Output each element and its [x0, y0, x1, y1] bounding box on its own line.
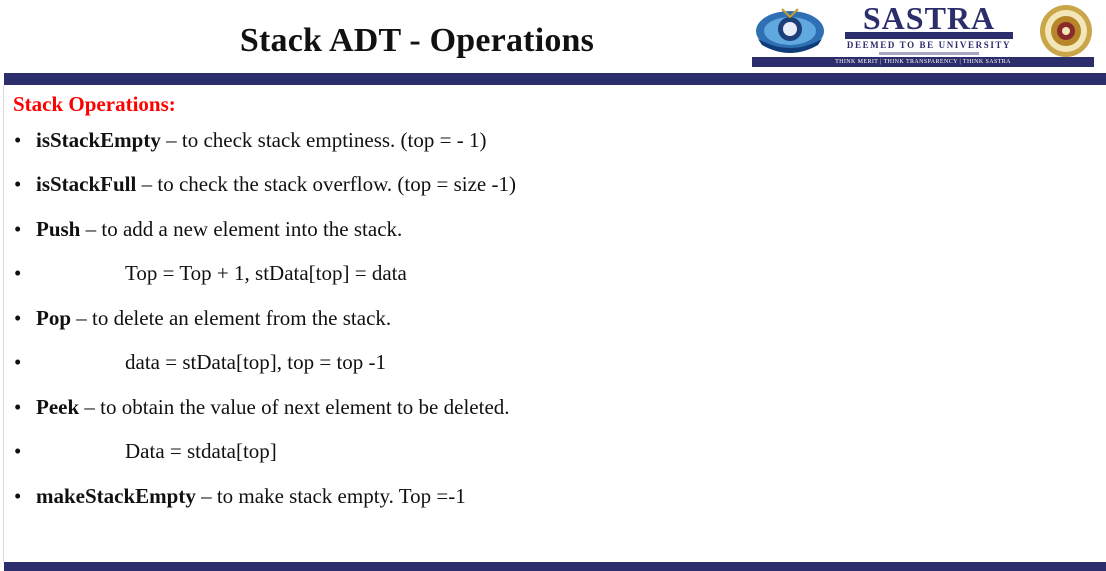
operation-description: – to make stack empty. Top =-1: [195, 484, 466, 508]
operation-name: Peek: [36, 395, 80, 419]
bullet-dot: •: [14, 395, 22, 419]
bullet-item: • isStackFull – to check the stack overf…: [14, 172, 914, 202]
operation-name: Pop: [36, 306, 72, 330]
bullet-dot: •: [14, 306, 22, 330]
operation-description: – to delete an element from the stack.: [71, 306, 392, 330]
bullet-item: • Peek – to obtain the value of next ele…: [14, 395, 914, 425]
operation-description: – to add a new element into the stack.: [80, 217, 403, 241]
bullet-dot: •: [14, 350, 22, 374]
bullet-dot: •: [14, 484, 22, 508]
operation-formula: Top = Top + 1, stData[top] = data: [125, 261, 407, 285]
deemed-university-label: DEEMED TO BE UNIVERSITY: [846, 40, 1012, 50]
operation-name: makeStackEmpty: [36, 484, 196, 508]
right-seal-icon: [1040, 5, 1092, 57]
logo-fineprint: [879, 52, 979, 55]
operation-formula: data = stData[top], top = top -1: [125, 350, 387, 374]
bullet-dot: •: [14, 128, 22, 152]
bullet-item: • Top = Top + 1, stData[top] = data: [14, 261, 914, 291]
operation-name: isStackEmpty: [36, 128, 161, 152]
bullet-dot: •: [14, 439, 22, 463]
slide-title: Stack ADT - Operations: [239, 22, 595, 59]
operation-description: – to check stack emptiness. (top = - 1): [160, 128, 487, 152]
header-divider: [4, 73, 1106, 85]
left-emblem-icon: [756, 8, 824, 53]
operation-description: – to obtain the value of next element to…: [79, 395, 510, 419]
logo-tagline-bar: [845, 32, 1013, 39]
bullet-dot: •: [14, 261, 22, 285]
operation-name: isStackFull: [36, 172, 137, 196]
operation-description: – to check the stack overflow. (top = si…: [136, 172, 516, 196]
left-border: [3, 85, 4, 562]
sastra-name: SASTRA: [862, 0, 996, 36]
footer-divider: [4, 562, 1106, 571]
section-heading: Stack Operations:: [13, 92, 176, 116]
university-logo: SASTRA DEEMED TO BE UNIVERSITY THINK MER…: [748, 0, 1100, 70]
bullet-item: • Data = stdata[top]: [14, 439, 914, 469]
operation-name: Push: [36, 217, 81, 241]
bullet-item: • isStackEmpty – to check stack emptines…: [14, 128, 914, 158]
bullet-item: • Pop – to delete an element from the st…: [14, 306, 914, 336]
sastra-wordmark: SASTRA DEEMED TO BE UNIVERSITY: [839, 0, 1019, 58]
bullet-item: • data = stData[top], top = top -1: [14, 350, 914, 380]
bullet-item: • makeStackEmpty – to make stack empty. …: [14, 484, 914, 514]
operation-formula: Data = stdata[top]: [125, 439, 277, 463]
bullet-dot: •: [14, 217, 22, 241]
bullet-item: • Push – to add a new element into the s…: [14, 217, 914, 247]
logo-motto: THINK MERIT | THINK TRANSPARENCY | THINK…: [752, 57, 1094, 67]
bullet-dot: •: [14, 172, 22, 196]
